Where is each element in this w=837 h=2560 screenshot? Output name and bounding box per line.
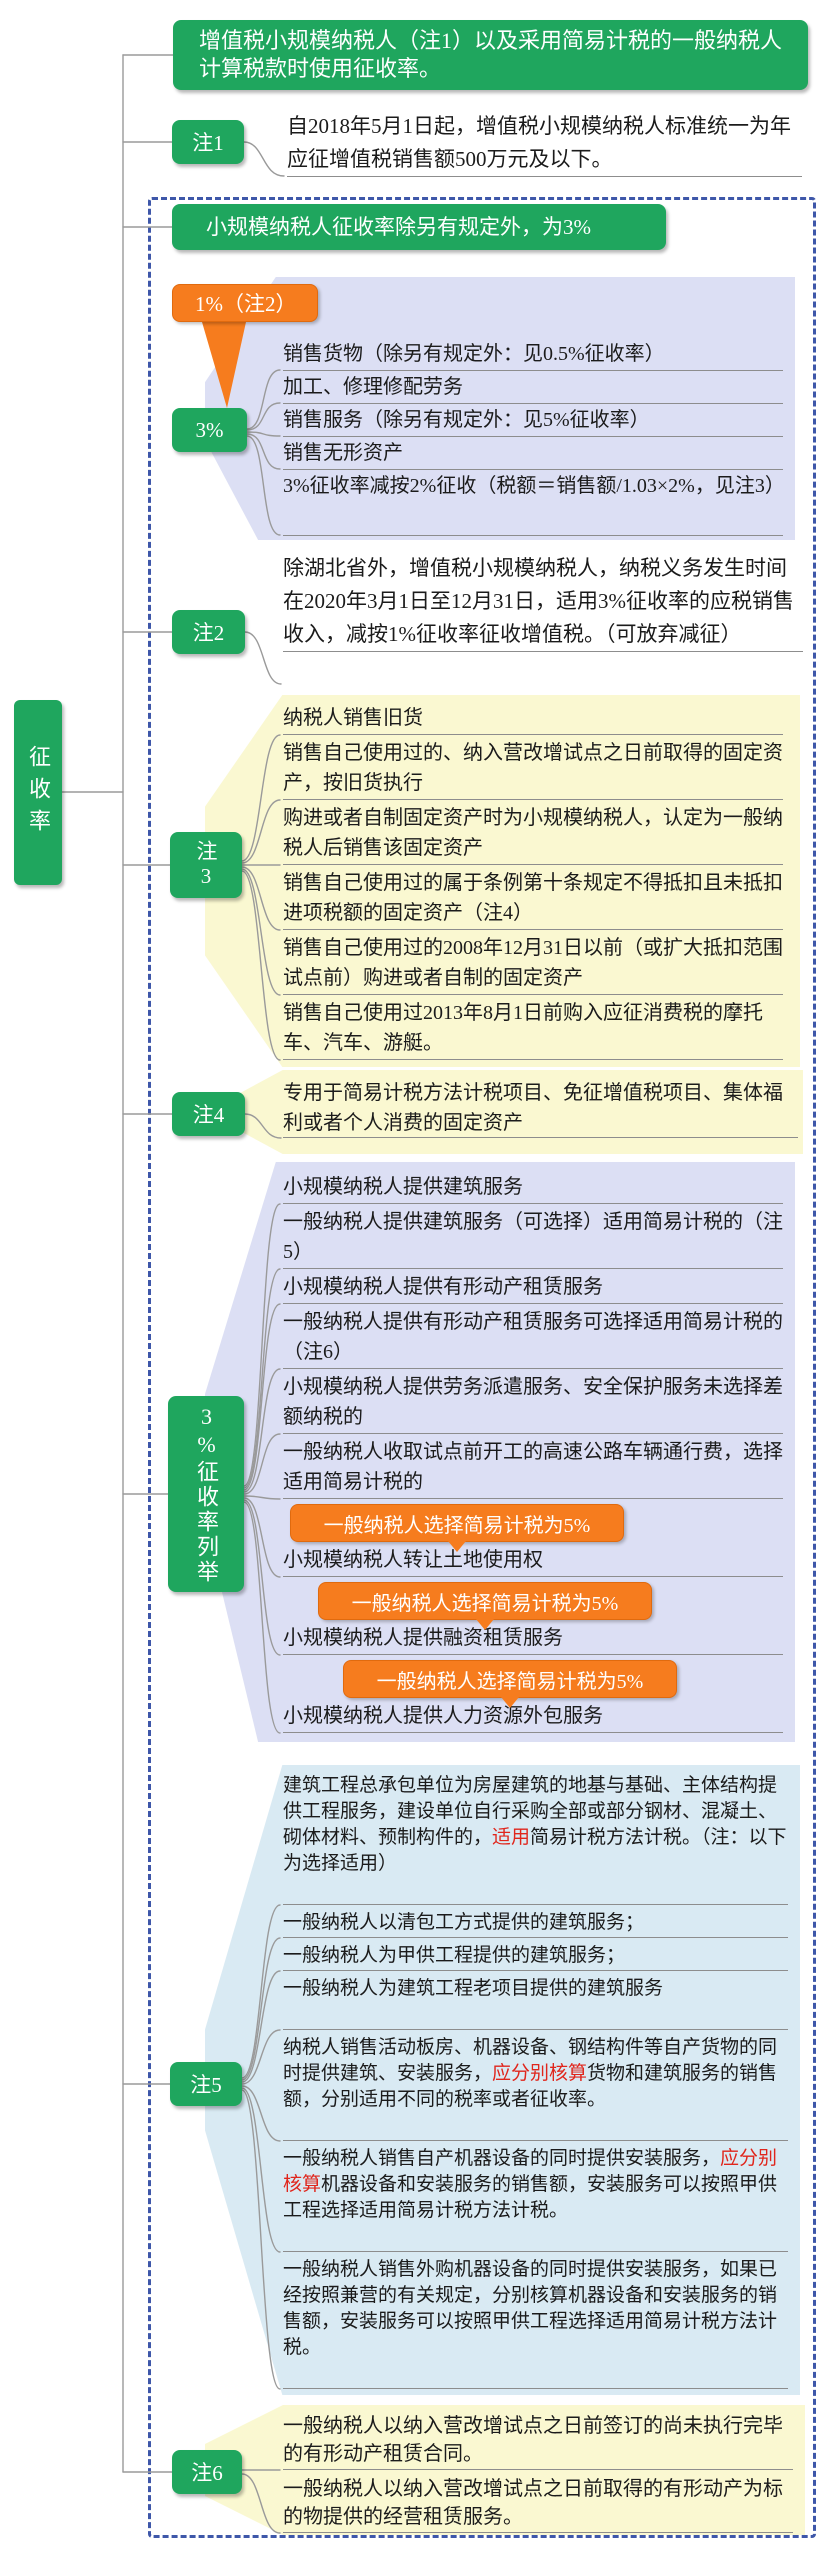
note5-item: 一般纳税人为甲供工程提供的建筑服务； — [283, 1943, 788, 1971]
list-item: 小规模纳税人提供融资租赁服务 — [283, 1623, 783, 1655]
list-item: 一般纳税人提供有形动产租赁服务可选择适用简易计税的（注6） — [283, 1307, 783, 1369]
group-header-text: 小规模纳税人征收率除另有规定外，为3% — [206, 215, 591, 239]
list-item: 销售服务（除另有规定外：见5%征收率） — [283, 404, 783, 437]
root-node: 征收率 — [14, 700, 62, 885]
note3-label: 注3 — [194, 839, 218, 891]
note3-node: 注3 — [170, 832, 242, 898]
note1-node: 注1 — [172, 120, 244, 164]
list-item: 小规模纳税人转让土地使用权 — [283, 1545, 783, 1577]
list-item: 销售自己使用过的属于条例第十条规定不得抵扣且未抵扣进项税额的固定资产（注4） — [283, 868, 783, 930]
note5-item: 一般纳税人销售自产机器设备的同时提供安装服务，应分别核算机器设备和安装服务的销售… — [283, 2146, 788, 2252]
note1-label: 注1 — [192, 131, 224, 155]
list-item: 一般纳税人收取试点前开工的高速公路车辆通行费，选择适用简易计税的 — [283, 1437, 783, 1499]
list-item: 销售货物（除另有规定外：见0.5%征收率） — [283, 338, 783, 371]
red-emphasis: 适用 — [492, 1827, 531, 1848]
note6-node: 注6 — [172, 2450, 242, 2494]
top-note-box: 增值税小规模纳税人（注1）以及采用简易计税的一般纳税人计算税款时使用征收率。 — [173, 20, 808, 90]
list-item: 销售自己使用过的2008年12月31日以前（或扩大抵扣范围试点前）购进或者自制的… — [283, 933, 783, 995]
simple-tax-5pct-callout: 一般纳税人选择简易计税为5% — [343, 1660, 677, 1708]
note6-label: 注6 — [191, 2461, 223, 2485]
list-item: 销售自己使用过的、纳入营改增试点之日前取得的固定资产，按旧货执行 — [283, 738, 783, 800]
note2-node: 注2 — [172, 610, 245, 654]
note6-panel — [205, 2405, 805, 2535]
note5-item: 一般纳税人以清包工方式提供的建筑服务； — [283, 1910, 788, 1938]
red-emphasis: 应分别核算 — [283, 2148, 778, 2195]
simple-tax-5pct-callout: 一般纳税人选择简易计税为5% — [290, 1504, 624, 1552]
group-dashed-border — [148, 197, 816, 2538]
note2-label: 注2 — [192, 621, 225, 645]
list-item: 销售自己使用过2013年8月1日前购入应征消费税的摩托车、汽车、游艇。 — [283, 998, 783, 1060]
list-item: 一般纳税人提供建筑服务（可选择）适用简易计税的（注5） — [283, 1207, 783, 1269]
rate1-callout-text: 1%（注2） — [195, 292, 297, 316]
simple-tax-5pct-callout: 一般纳税人选择简易计税为5% — [318, 1582, 652, 1630]
note5-node: 注5 — [170, 2062, 242, 2106]
list-item: 加工、修理修配劳务 — [283, 371, 783, 404]
list-item: 购进或者自制固定资产时为小规模纳税人，认定为一般纳税人后销售该固定资产 — [283, 803, 783, 865]
list-item: 小规模纳税人提供人力资源外包服务 — [283, 1701, 783, 1733]
rate3-node: 3% — [172, 408, 247, 452]
rate1-callout: 1%（注2） — [172, 284, 318, 322]
list-item: 小规模纳税人提供劳务派遣服务、安全保护服务未选择差额纳税的 — [283, 1372, 783, 1434]
note2-text: 除湖北省外，增值税小规模纳税人，纳税义务发生时间在2020年3月1日至12月31… — [283, 552, 803, 652]
callout-text: 一般纳税人选择简易计税为5% — [323, 1514, 591, 1537]
note5-item: 一般纳税人销售外购机器设备的同时提供安装服务，如果已经按照兼营的有关规定，分别核… — [283, 2257, 788, 2389]
note4-node: 注4 — [172, 1092, 245, 1136]
group-header: 小规模纳税人征收率除另有规定外，为3% — [172, 204, 666, 250]
note5-label: 注5 — [190, 2073, 222, 2097]
note1-text: 自2018年5月1日起，增值税小规模纳税人标准统一为年应征增值税销售额500万元… — [287, 110, 802, 177]
note4-panel — [205, 1070, 803, 1154]
note5-item: 一般纳税人为建筑工程老项目提供的建筑服务 — [283, 1976, 788, 2030]
top-note-text: 增值税小规模纳税人（注1）以及采用简易计税的一般纳税人计算税款时使用征收率。 — [199, 28, 783, 81]
note3-panel — [205, 695, 800, 1067]
list-item: 小规模纳税人提供建筑服务 — [283, 1172, 783, 1204]
rate3-list-panel — [205, 1162, 795, 1742]
list-item: 纳税人销售旧货 — [283, 703, 783, 735]
note5-item: 建筑工程总承包单位为房屋建筑的地基与基础、主体结构提供工程服务，建设单位自行采购… — [283, 1773, 788, 1905]
rate3-label: 3% — [195, 417, 224, 442]
list-item: 小规模纳税人提供有形动产租赁服务 — [283, 1272, 783, 1304]
note4-label: 注4 — [192, 1103, 225, 1127]
list-item: 销售无形资产 — [283, 437, 783, 470]
root-label: 征收率 — [26, 744, 51, 841]
callout-text: 一般纳税人选择简易计税为5% — [351, 1592, 619, 1615]
rate3-list-label: 3%征收率列举 — [194, 1403, 219, 1585]
note4-text: 专用于简易计税方法计税项目、免征增值税项目、集体福利或者个人消费的固定资产 — [283, 1078, 798, 1138]
note5-panel — [205, 1765, 800, 2395]
red-emphasis: 应分别核算 — [492, 2063, 588, 2084]
callout-text: 一般纳税人选择简易计税为5% — [376, 1670, 644, 1693]
rate3-list-node: 3%征收率列举 — [168, 1396, 244, 1592]
note6-item: 一般纳税人以纳入营改增试点之日前签订的尚未执行完毕的有形动产租赁合同。 — [283, 2412, 793, 2470]
note6-item: 一般纳税人以纳入营改增试点之日前取得的有形动产为标的物提供的经营租赁服务。 — [283, 2475, 793, 2533]
note5-item: 纳税人销售活动板房、机器设备、钢结构件等自产货物的同时提供建筑、安装服务，应分别… — [283, 2035, 788, 2141]
list-item: 3%征收率减按2%征收（税额＝销售额/1.03×2%，见注3） — [283, 470, 785, 536]
